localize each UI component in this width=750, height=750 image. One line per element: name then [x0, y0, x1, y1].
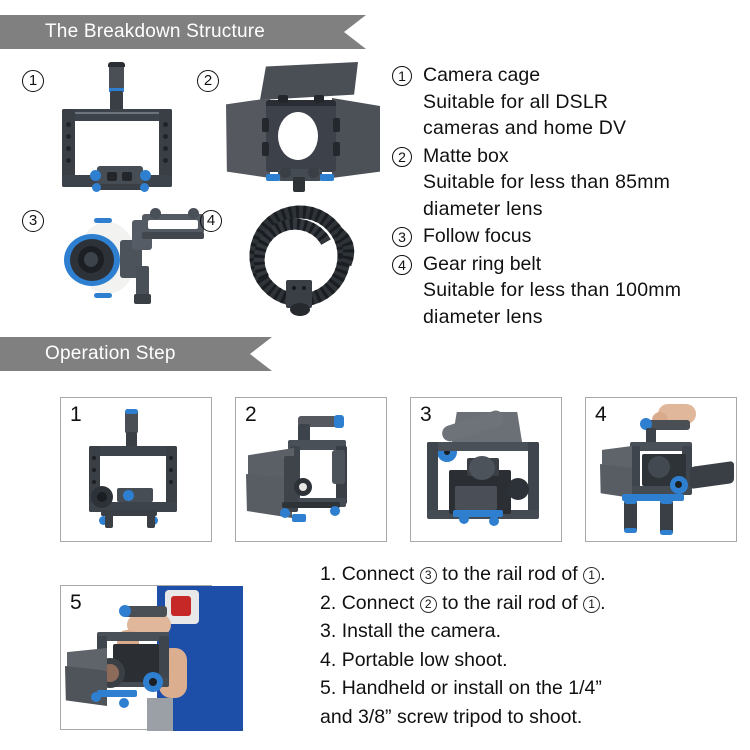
figure-camera-cage: 1 — [22, 62, 197, 192]
legend-name-3: Follow focus — [423, 225, 532, 247]
instruction-pre-2: Connect — [341, 591, 415, 614]
step-5-artwork — [61, 586, 243, 731]
instruction-ref-circle-1a: 1 — [583, 567, 601, 584]
legend-item-2: 2 Matte box Suitable for less than 85mm … — [392, 143, 748, 223]
instruction-line-5-cont: and 3/8” screw tripod to shoot. — [320, 703, 750, 732]
section-banner-operation: Operation Step — [0, 337, 272, 371]
legend-name-4: Gear ring belt — [423, 252, 542, 275]
instruction-index-1: 1. — [320, 563, 337, 585]
figure-matte-box: 2 — [197, 62, 382, 192]
instruction-post-1: . — [600, 563, 606, 585]
follow-focus-artwork — [54, 204, 206, 316]
step-3-artwork — [411, 398, 561, 541]
legend-desc-2-line-1: Suitable for less than 85mm — [423, 171, 671, 193]
step-panel-2: 2 — [235, 397, 387, 542]
section-title-operation: Operation Step — [45, 343, 176, 364]
step-panel-number-5: 5 — [70, 591, 82, 614]
legend-desc-4-line-1: Suitable for less than 100mm — [423, 279, 682, 301]
operation-instructions-list: 1. Connect 3 to the rail rod of 1. 2. Co… — [320, 560, 750, 731]
instruction-line-1: 1. Connect 3 to the rail rod of 1. — [320, 560, 750, 589]
step-2-artwork — [236, 398, 386, 541]
figure-gear-ring-belt: 4 — [200, 200, 380, 318]
legend-number-2: 2 — [392, 146, 412, 167]
instruction-line-5: 5. Handheld or install on the 1/4” — [320, 674, 750, 703]
instruction-ref-circle-2: 2 — [419, 595, 437, 613]
figure-number-1: 1 — [22, 70, 44, 92]
step-panel-number-3: 3 — [420, 403, 432, 426]
legend-desc-2-line-2: diameter lens — [423, 197, 543, 220]
figure-number-2: 2 — [197, 70, 219, 92]
banner-chevron-notch-icon-2 — [250, 337, 272, 371]
legend-number-1: 1 — [392, 66, 412, 86]
legend-desc-1-line-1: Suitable for all DSLR — [423, 90, 609, 113]
instruction-text-4: Portable low shoot. — [341, 648, 508, 671]
figure-follow-focus: 3 — [22, 200, 207, 318]
legend-number-3: 3 — [392, 227, 412, 247]
instruction-text-5-cont: and 3/8” screw tripod to shoot. — [320, 705, 583, 728]
section-title-breakdown: The Breakdown Structure — [45, 21, 266, 42]
legend-item-3: 3 Follow focus — [392, 223, 748, 250]
instruction-text-3: Install the camera. — [341, 620, 502, 642]
instruction-line-4: 4. Portable low shoot. — [320, 646, 750, 675]
gear-ring-belt-artwork — [230, 202, 380, 318]
instruction-index-3: 3. — [320, 620, 337, 642]
instruction-index-5: 5. — [320, 677, 337, 699]
instruction-ref-circle-3: 3 — [419, 567, 437, 584]
legend-name-1: Camera cage — [423, 64, 541, 86]
instruction-line-3: 3. Install the camera. — [320, 617, 750, 646]
matte-box-artwork — [222, 62, 382, 192]
instruction-mid-1: to the rail rod of — [442, 563, 578, 585]
step-4-artwork — [586, 398, 736, 541]
step-panel-1: 1 — [60, 397, 212, 542]
step-panel-number-2: 2 — [245, 403, 257, 426]
legend-desc-1-line-2: cameras and home DV — [423, 117, 627, 139]
camera-cage-artwork — [52, 62, 192, 192]
instruction-post-2: . — [600, 591, 606, 614]
step-panel-number-4: 4 — [595, 403, 607, 426]
figure-number-4: 4 — [200, 210, 222, 232]
instruction-pre-1: Connect — [341, 563, 415, 585]
step-panel-3: 3 — [410, 397, 562, 542]
legend-item-1: 1 Camera cage Suitable for all DSLR came… — [392, 62, 748, 142]
step-panel-5: 5 — [60, 585, 243, 731]
legend-number-4: 4 — [392, 254, 412, 275]
breakdown-legend-list: 1 Camera cage Suitable for all DSLR came… — [392, 62, 748, 331]
figure-number-3: 3 — [22, 210, 44, 232]
instruction-mid-2: to the rail rod of — [442, 591, 578, 614]
legend-name-2: Matte box — [423, 144, 509, 167]
step-panel-number-1: 1 — [70, 403, 82, 426]
instruction-line-2: 2. Connect 2 to the rail rod of 1. — [320, 589, 750, 618]
instruction-index-2: 2. — [320, 591, 337, 614]
step-1-artwork — [61, 398, 211, 541]
legend-item-4: 4 Gear ring belt Suitable for less than … — [392, 251, 748, 331]
step-panel-4: 4 — [585, 397, 737, 542]
instruction-ref-circle-1b: 1 — [583, 595, 601, 613]
section-banner-breakdown: The Breakdown Structure — [0, 15, 366, 49]
banner-chevron-notch-icon — [344, 15, 366, 49]
instruction-text-5: Handheld or install on the 1/4” — [341, 677, 602, 699]
instruction-index-4: 4. — [320, 648, 337, 671]
legend-desc-4-line-2: diameter lens — [423, 305, 543, 328]
